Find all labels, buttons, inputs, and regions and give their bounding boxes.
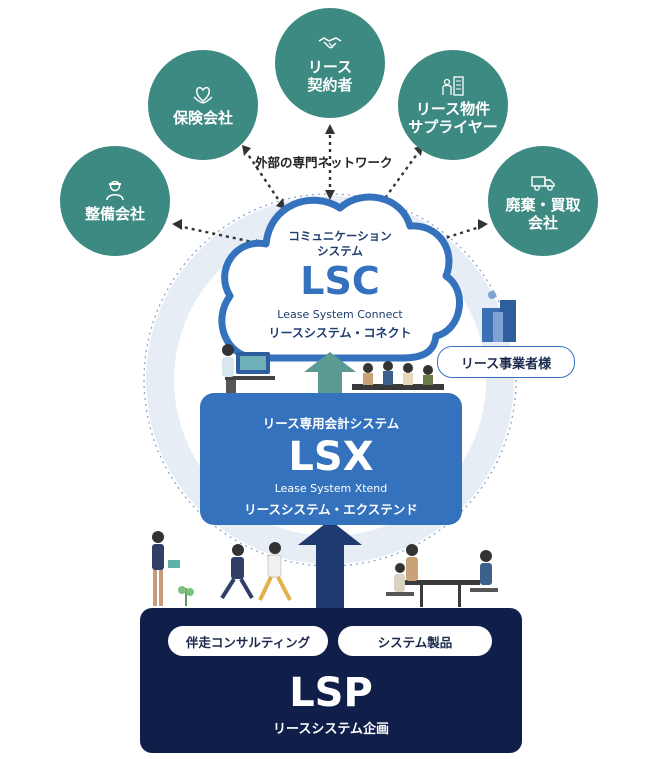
- lsc-acronym: LSC: [300, 259, 380, 303]
- lsx-japanese-name: リースシステム・エクステンド: [244, 502, 418, 517]
- buildings-illustration: [482, 291, 516, 342]
- lease-business-badge: リース事業者様: [437, 346, 575, 378]
- lsc-cloud: [218, 193, 463, 362]
- node-label-line1: 廃棄・買取: [505, 196, 581, 214]
- mechanic-icon: [106, 180, 124, 201]
- lsc-japanese-name: リースシステム・コネクト: [268, 326, 412, 340]
- node-maintenance-company: 整備会社: [60, 146, 170, 256]
- lsx-subtitle: リース専用会計システム: [262, 416, 400, 431]
- lsc-subtitle-line2: システム: [317, 244, 363, 258]
- lsp-acronym: LSP: [289, 670, 373, 716]
- building-person-icon: [442, 76, 464, 96]
- pill-consulting: 伴走コンサルティング: [168, 626, 328, 656]
- table-meeting-illustration: [386, 544, 498, 607]
- lsp-japanese-name: リースシステム企画: [273, 722, 389, 737]
- meeting-group-illustration: [352, 361, 444, 390]
- node-lease-supplier: リース物件 サプライヤー: [398, 50, 508, 160]
- lsc-subtitle: コミュニケーション システム: [240, 229, 440, 259]
- lsx-acronym: LSX: [288, 434, 374, 480]
- node-label-line2: サプライヤー: [408, 118, 498, 136]
- truck-icon: [531, 176, 555, 191]
- handshake-icon: [318, 37, 342, 49]
- node-disposal-purchase-company: 廃棄・買取 会社: [488, 146, 598, 256]
- node-insurance-company: 保険会社: [148, 50, 258, 160]
- lsp-box: 伴走コンサルティング システム製品 LSP リースシステム企画: [140, 608, 522, 753]
- connector-arrows: [177, 128, 484, 248]
- office-worker-illustration: [222, 344, 275, 396]
- running-people-illustration: [220, 542, 292, 601]
- pill-system-products: システム製品: [338, 626, 492, 656]
- lsc-english-name: Lease System Connect: [277, 308, 403, 321]
- node-label: 保険会社: [172, 109, 233, 127]
- node-label-line1: リース物件: [415, 100, 491, 118]
- node-label-line2: 会社: [527, 214, 558, 232]
- node-lease-contractor: リース 契約者: [275, 8, 385, 118]
- external-network-label: 外部の専門ネットワーク: [255, 155, 393, 170]
- woman-watering-illustration: [152, 531, 194, 606]
- arrow-lsx-to-lsc: [304, 352, 356, 393]
- lsx-english-name: Lease System Xtend: [274, 482, 388, 495]
- arrow-lsp-to-lsx: [298, 520, 362, 608]
- heart-hands-icon: [193, 86, 213, 104]
- lsx-box: リース専用会計システム LSX Lease System Xtend リースシス…: [200, 393, 462, 525]
- node-label-line2: 契約者: [307, 76, 353, 94]
- lsc-subtitle-line1: コミュニケーション: [288, 229, 392, 243]
- node-label-line1: リース: [307, 58, 353, 76]
- node-label: 整備会社: [84, 205, 145, 223]
